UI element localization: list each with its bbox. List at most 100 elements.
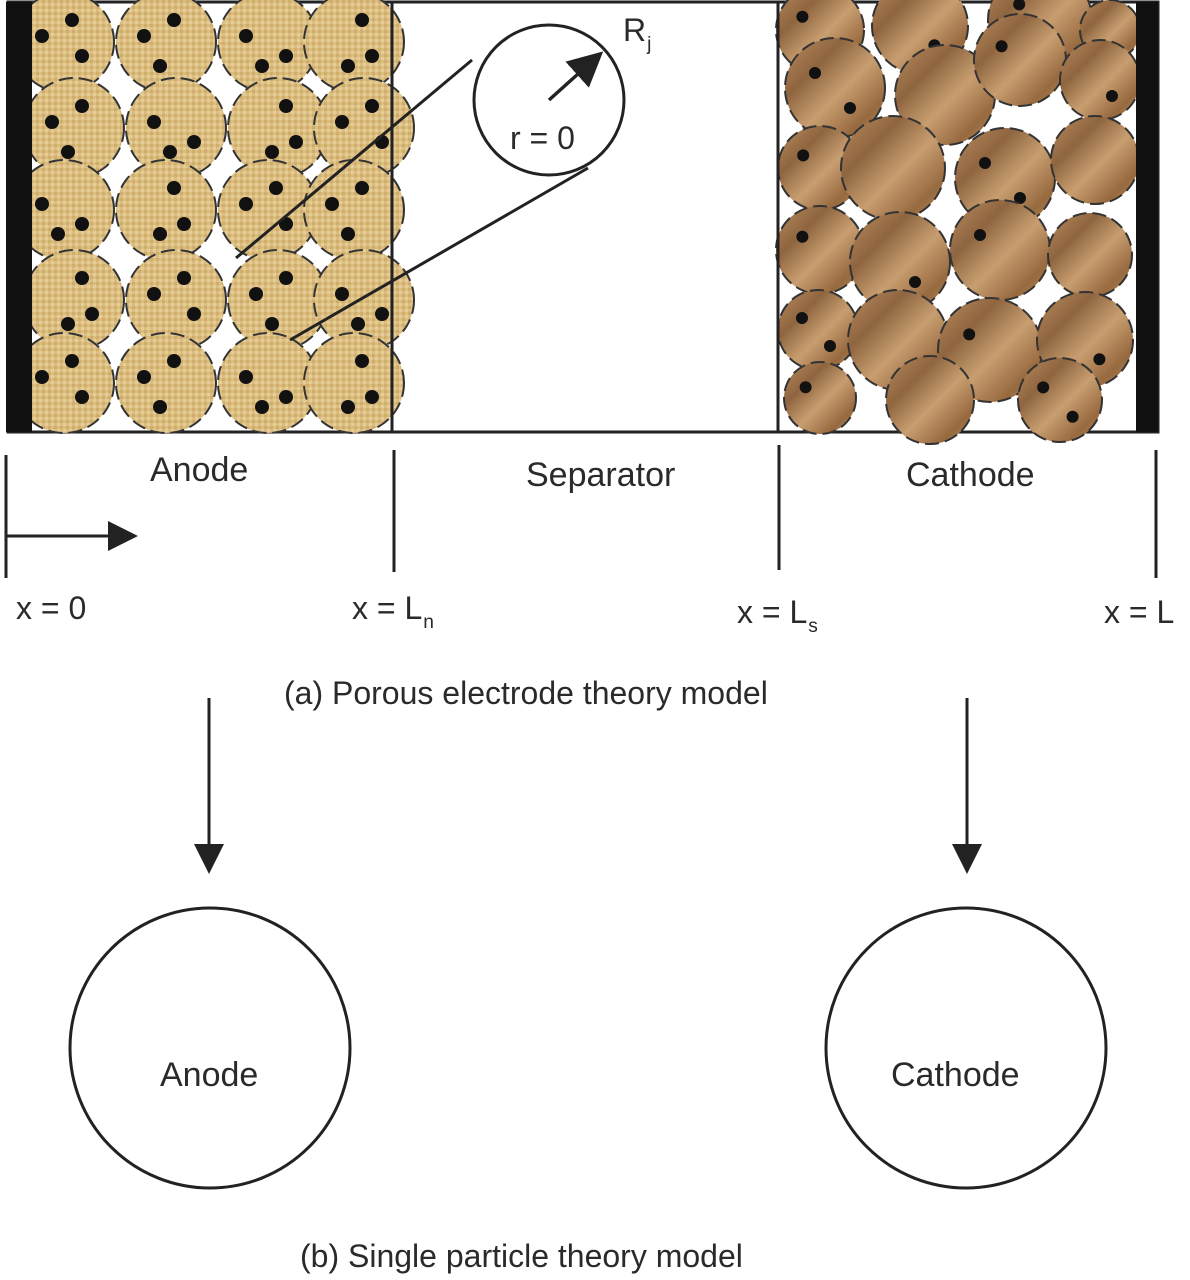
lithium-dot [239,370,253,384]
anode-particle [217,159,319,261]
position-xLn: x = Ln [352,590,434,633]
lithium-dot [61,317,75,331]
lithium-dot [137,29,151,43]
lithium-dot [239,197,253,211]
lithium-dot [255,59,269,73]
anode-particle [313,249,415,351]
anode-particle [23,77,125,179]
anode-single-particle [68,906,352,1190]
lithium-dot [335,115,349,129]
cathode-region-label: Cathode [906,456,1035,494]
lithium-dot [365,390,379,404]
lithium-dot [1093,353,1106,366]
lithium-dot [75,99,89,113]
lithium-dot [85,307,99,321]
position-xL: x = L [1104,594,1175,630]
lithium-dot [979,157,991,169]
lithium-dot [51,227,65,241]
lithium-dot [355,354,369,368]
anode-particles [13,0,415,434]
radius-label: Rj [623,12,652,55]
lithium-dot [167,354,181,368]
cathode-particle [1050,115,1140,205]
lithium-dot [147,115,161,129]
lithium-dot [289,135,303,149]
cathode-single-label: Cathode [891,1056,1020,1094]
lithium-dot [279,99,293,113]
lithium-dot [269,181,283,195]
cathode-particle [1047,212,1133,298]
caption-a: (a) Porous electrode theory model [284,675,768,711]
cathode-particle [849,211,951,313]
lithium-dot [355,181,369,195]
lithium-dot [809,67,821,79]
center-label: r = 0 [510,120,575,156]
lithium-dot [351,317,365,331]
lithium-dot [177,271,191,285]
lithium-dot [239,29,253,43]
anode-particle [303,332,405,434]
lithium-dot [909,276,921,288]
lithium-dot [177,217,191,231]
lithium-dot [65,354,79,368]
anode-particle [13,159,115,261]
anode-particle [125,249,227,351]
lithium-dot [65,13,79,27]
lithium-dot [1066,410,1079,423]
cathode-particles [775,0,1141,445]
lithium-dot [279,271,293,285]
caption-b: (b) Single particle theory model [300,1238,743,1274]
anode-particle [115,159,217,261]
lithium-dot [365,49,379,63]
lithium-dot [167,181,181,195]
lithium-dot [796,10,809,23]
lithium-dot [45,115,59,129]
lithium-dot [75,217,89,231]
anode-region-label: Anode [150,451,249,489]
anode-particle [13,0,115,93]
anode-particle [313,77,415,179]
lithium-dot [797,149,810,162]
lithium-dot [341,59,355,73]
zoom-line-lower [289,166,589,342]
lithium-dot [153,59,167,73]
cathode-particle [784,37,886,139]
lithium-dot [147,287,161,301]
lithium-dot [61,145,75,159]
lithium-dot [341,400,355,414]
lithium-dot [153,400,167,414]
anode-particle [303,159,405,261]
anode-particle [115,332,217,434]
anode-particle [115,0,217,93]
lithium-dot [375,307,389,321]
position-x0: x = 0 [16,590,87,626]
lithium-dot [995,40,1008,53]
lithium-dot [35,197,49,211]
lithium-dot [35,370,49,384]
cathode-particle [1059,39,1141,121]
lithium-dot [341,227,355,241]
separator-region-label: Separator [526,456,676,494]
anode-particle [303,0,405,93]
lithium-dot [35,29,49,43]
anode-single-label: Anode [160,1056,259,1094]
cathode-particle [840,115,946,221]
lithium-dot [799,381,812,394]
anode-particle [23,249,125,351]
lithium-dot [844,102,856,114]
lithium-dot [187,135,201,149]
lithium-dot [137,370,151,384]
lithium-dot [1013,0,1026,11]
lithium-dot [335,287,349,301]
anode-particle [13,332,115,434]
lithium-dot [279,49,293,63]
radius-arrow [547,51,604,102]
lithium-dot [796,312,808,324]
lithium-dot [365,99,379,113]
position-xLs: x = Ls [737,594,818,637]
lithium-dot [75,49,89,63]
lithium-dot [974,229,986,241]
lithium-dot [167,13,181,27]
lithium-dot [187,307,201,321]
cathode-particle [777,289,859,371]
